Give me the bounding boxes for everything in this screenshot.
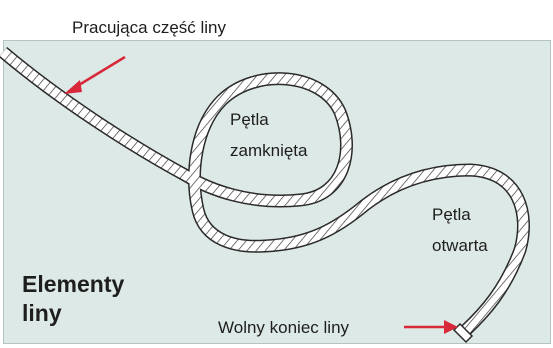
label-open-loop-line2: otwarta xyxy=(432,236,488,255)
label-free-end: Wolny koniec liny xyxy=(218,318,350,337)
label-closed-loop-line1: Pętla xyxy=(230,110,269,129)
label-open-loop-line1: Pętla xyxy=(432,205,471,224)
diagram-title-line1: Elementy xyxy=(22,271,125,297)
rope xyxy=(0,47,530,344)
arrow-working-part xyxy=(64,55,126,94)
arrow-free-end xyxy=(404,320,458,334)
rope-strands xyxy=(0,48,529,334)
diagram-title-line2: liny xyxy=(22,300,62,326)
label-closed-loop-line2: zamknięta xyxy=(230,141,308,160)
label-working-part: Pracująca część liny xyxy=(72,18,227,37)
diagram-panel xyxy=(3,40,551,344)
